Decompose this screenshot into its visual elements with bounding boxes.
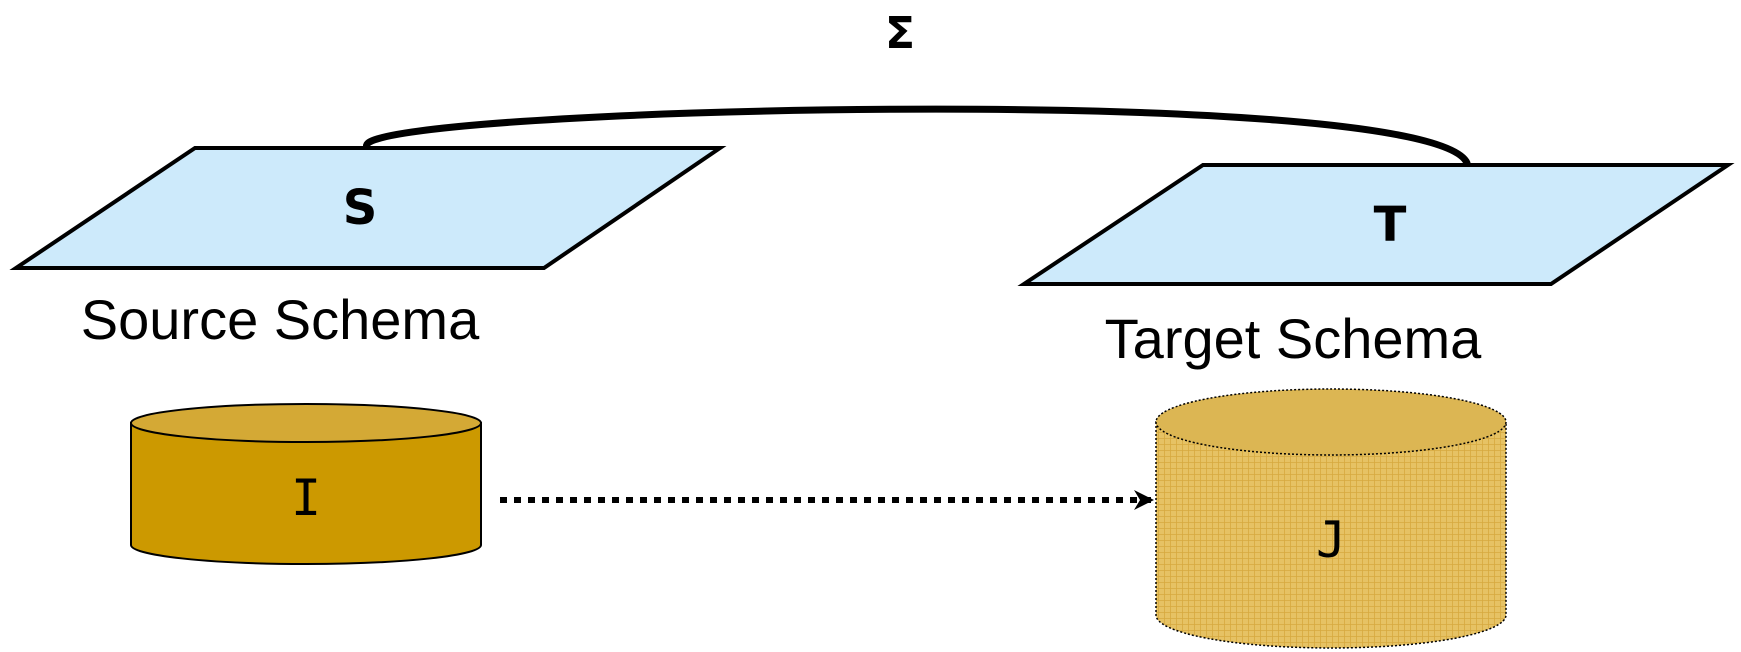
- source-schema-caption: Source Schema: [81, 288, 480, 351]
- source-instance-cylinder: [130, 403, 482, 565]
- target-instance-label: J: [1316, 511, 1346, 569]
- mapping-symbol: Σ: [885, 8, 915, 59]
- target-instance-cylinder: [1155, 388, 1507, 649]
- source-instance-label: I: [291, 469, 321, 527]
- target-schema-plane: [1017, 163, 1735, 286]
- source-schema-symbol: S: [343, 180, 378, 236]
- source-schema-plane: [9, 146, 727, 270]
- mapping-arc: [363, 105, 1471, 167]
- target-schema-caption: Target Schema: [1105, 307, 1482, 370]
- target-schema-symbol: T: [1374, 197, 1407, 253]
